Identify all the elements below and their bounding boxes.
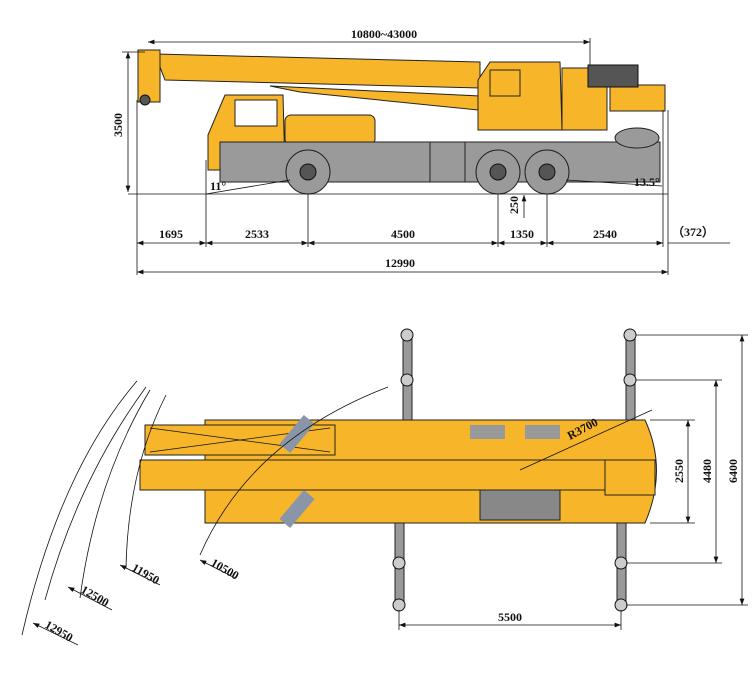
segment-label: 1695 — [159, 227, 183, 241]
side-view: 10800~43000 3500 11° 13.5° 250 1695 — [111, 27, 730, 275]
swing-radius-label: 12500 — [79, 582, 112, 609]
approach-angle-label: 11° — [210, 179, 226, 193]
outrigger-longitudinal-label: 5500 — [498, 610, 522, 624]
top-view: R3700 10500 11950 12500 12950 2550 — [21, 328, 748, 646]
departure-angle-label: 13.5° — [634, 175, 660, 189]
height-label: 3500 — [111, 113, 125, 137]
spare-wheel — [614, 127, 660, 149]
swing-radius-label: 10500 — [209, 555, 242, 582]
boom — [137, 49, 481, 111]
segment-label: 2540 — [593, 227, 617, 241]
main-boom — [139, 459, 611, 491]
outrigger-mid-span-label: 4480 — [700, 459, 714, 483]
segment-dimensions: 1695 2533 4500 1350 2540 （372） — [137, 224, 730, 246]
width-label: 2550 — [672, 459, 686, 483]
segment-label: 1350 — [510, 227, 534, 241]
wheels — [285, 149, 570, 195]
overall-length-label: 12990 — [385, 256, 415, 270]
ground-clearance-label: 250 — [507, 196, 521, 214]
swing-arcs — [21, 380, 167, 636]
outrigger-full-span-label: 6400 — [726, 459, 740, 483]
rear-overhang-label: （372） — [672, 224, 714, 239]
boom-length-label: 10800~43000 — [351, 27, 417, 41]
swing-radius-label: 12950 — [43, 617, 76, 644]
swing-radius-labels: 10500 11950 12500 12950 — [32, 555, 242, 646]
segment-label: 4500 — [391, 227, 415, 241]
swing-radius-label: 11950 — [130, 560, 162, 587]
segment-label: 2533 — [245, 227, 269, 241]
superstructure-cab — [477, 61, 666, 131]
